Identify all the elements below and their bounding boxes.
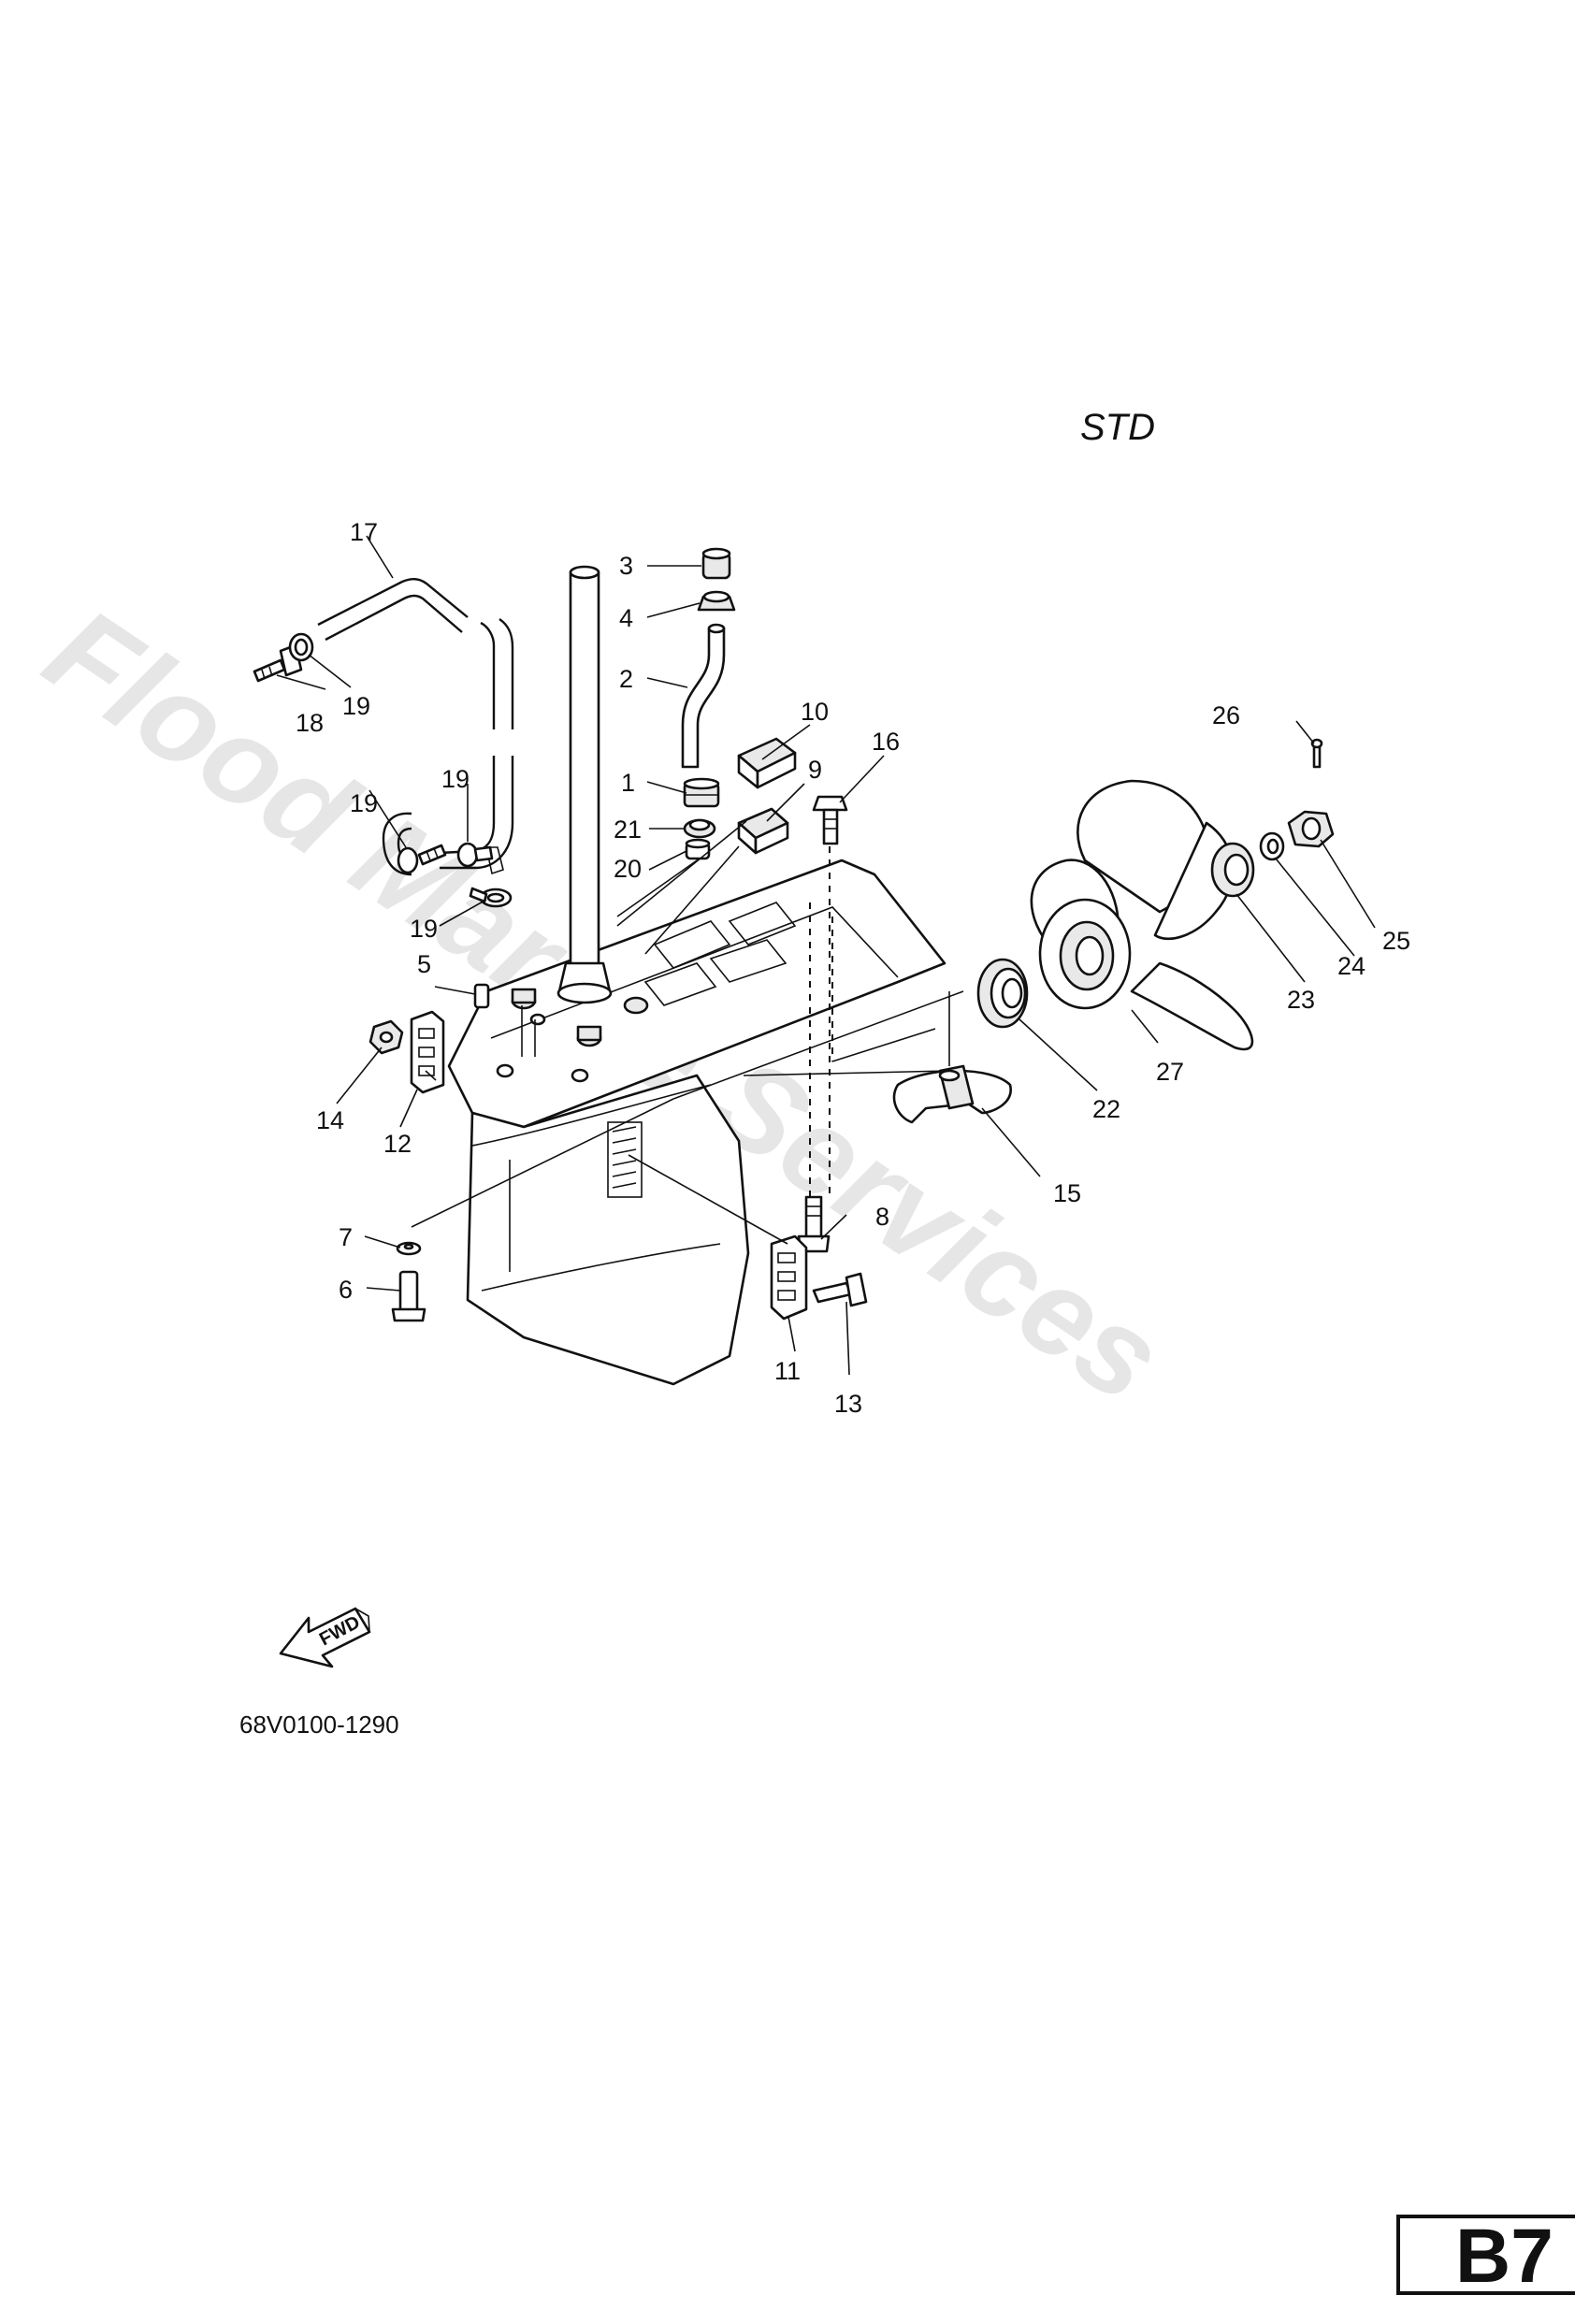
callout-12: 12 bbox=[383, 1130, 412, 1158]
page-reference: B7 bbox=[1455, 2214, 1553, 2299]
callout-14: 14 bbox=[316, 1106, 344, 1134]
bolt-16 bbox=[812, 795, 848, 845]
callout-27: 27 bbox=[1156, 1058, 1184, 1086]
variant-label: STD bbox=[1080, 407, 1155, 448]
lower-casing bbox=[447, 859, 946, 1386]
callout-26: 26 bbox=[1212, 701, 1240, 729]
propeller bbox=[1030, 779, 1254, 1051]
callout-25: 25 bbox=[1382, 927, 1410, 955]
callout-20: 20 bbox=[614, 855, 642, 883]
callout-24: 24 bbox=[1337, 952, 1365, 980]
thrust-washer bbox=[976, 958, 1029, 1029]
callout-21: 21 bbox=[614, 816, 642, 844]
bolt-6-and-washer-7 bbox=[391, 1241, 426, 1322]
callout-9: 9 bbox=[808, 756, 822, 784]
callout-1: 1 bbox=[621, 769, 635, 797]
callout-15: 15 bbox=[1053, 1179, 1081, 1207]
water-tube-assembly bbox=[681, 547, 736, 860]
callout-5: 5 bbox=[417, 950, 431, 978]
callout-23: 23 bbox=[1287, 986, 1315, 1014]
callout-19-c: 19 bbox=[441, 765, 470, 793]
callout-numbers: 1 2 3 4 5 6 7 8 9 10 11 12 13 14 15 16 1… bbox=[296, 518, 1410, 1418]
spacer bbox=[1210, 842, 1255, 898]
callout-6: 6 bbox=[339, 1276, 353, 1304]
page-reference-box: B7 bbox=[1396, 2214, 1575, 2299]
callout-3: 3 bbox=[619, 552, 633, 580]
callout-10: 10 bbox=[801, 698, 829, 726]
callout-4: 4 bbox=[619, 604, 633, 632]
callout-13: 13 bbox=[834, 1390, 862, 1418]
anode-12-and-nut-14 bbox=[368, 1010, 445, 1094]
anode-11-and-screw-13 bbox=[770, 1234, 868, 1321]
rubber-seal-blocks bbox=[737, 737, 797, 855]
hose-fittings-and-clamps bbox=[253, 632, 513, 908]
callout-7: 7 bbox=[339, 1223, 353, 1251]
callout-19-d: 19 bbox=[410, 915, 438, 943]
leader-lines bbox=[276, 535, 1376, 1376]
forward-direction-arrow: FWD bbox=[279, 1607, 371, 1668]
callout-18: 18 bbox=[296, 709, 324, 737]
callout-22: 22 bbox=[1092, 1095, 1120, 1123]
callout-8: 8 bbox=[875, 1203, 889, 1231]
diagram-part-code: 68V0100-1290 bbox=[239, 1711, 399, 1739]
callout-16: 16 bbox=[872, 728, 900, 756]
callout-19-b: 19 bbox=[350, 789, 378, 817]
propeller-nut bbox=[1287, 810, 1335, 848]
drive-shaft bbox=[556, 565, 613, 1004]
callout-11: 11 bbox=[774, 1357, 801, 1385]
callout-17: 17 bbox=[350, 518, 378, 546]
cotter-pin bbox=[1310, 738, 1323, 769]
callout-2: 2 bbox=[619, 665, 633, 693]
dowel-pin bbox=[473, 983, 490, 1009]
callout-19-a: 19 bbox=[342, 692, 370, 720]
trim-tab bbox=[892, 1064, 1012, 1124]
